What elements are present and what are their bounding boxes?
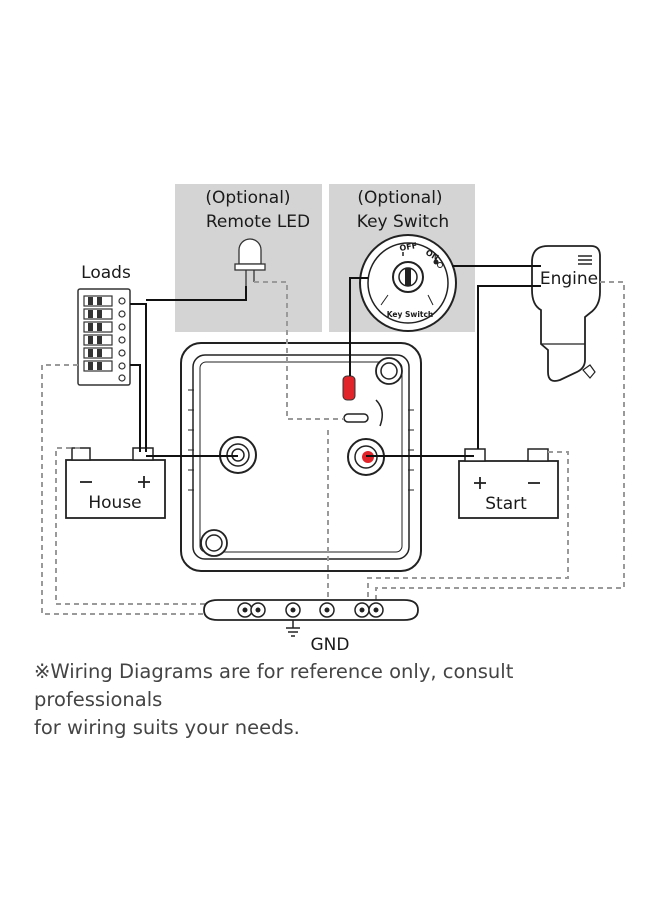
key-switch-icon (359, 234, 457, 332)
dashed-wires (41, 281, 625, 615)
house-label: House (88, 493, 141, 513)
loads-label: Loads (81, 263, 131, 283)
key-switch-optional-label: (Optional) (357, 188, 442, 208)
loads-switch-panel-icon (77, 288, 131, 386)
disclaimer-note: ※Wiring Diagrams are for reference only,… (34, 658, 634, 742)
gnd-bus-bar (203, 599, 419, 621)
disclaimer-line-1: ※Wiring Diagrams are for reference only,… (34, 660, 514, 711)
remote-led-optional-label: (Optional) (205, 188, 290, 208)
start-label: Start (485, 494, 527, 514)
disclaimer-line-2: for wiring suits your needs. (34, 716, 300, 739)
gnd-label: GND (311, 635, 350, 655)
engine-label: Engine (540, 269, 598, 289)
remote-led-label: Remote LED (206, 212, 310, 232)
house-battery-icon (65, 447, 166, 519)
engine-outboard-icon (531, 245, 601, 382)
led-indicator (342, 375, 356, 401)
start-battery-icon (458, 448, 559, 519)
remote-led-icon (234, 238, 266, 286)
key-brand-label: Key Switch (387, 310, 434, 319)
key-off-label: OFF (399, 241, 418, 253)
solid-wires (130, 265, 541, 457)
key-switch-label: Key Switch (357, 212, 449, 232)
ground-symbol-icon (286, 620, 300, 637)
